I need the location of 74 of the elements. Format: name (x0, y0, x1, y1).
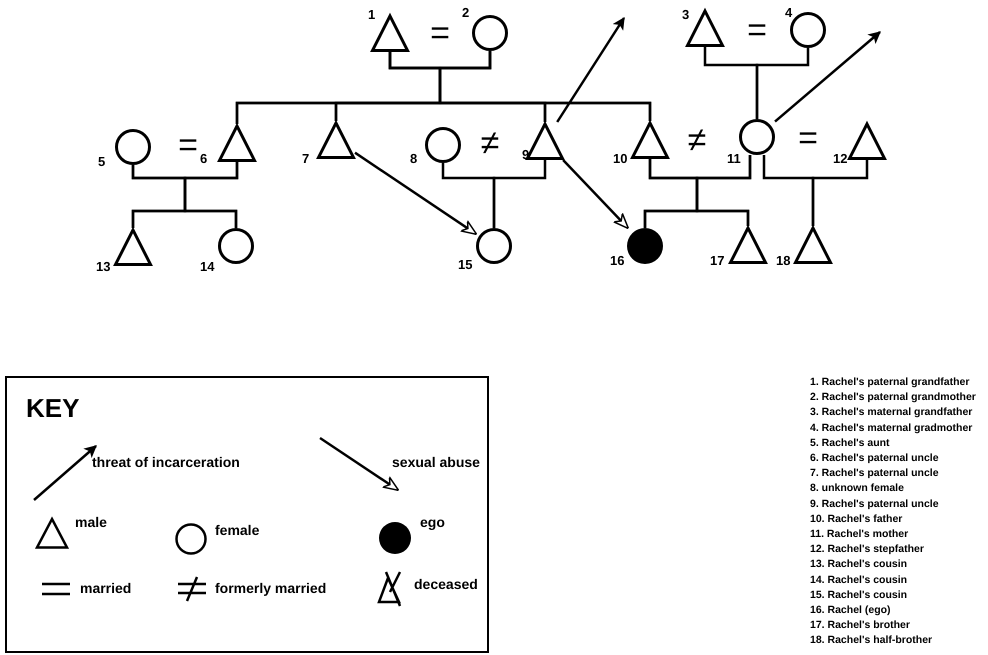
triangle-symbol (631, 121, 669, 159)
arrow (774, 31, 881, 123)
circle-symbol (115, 129, 151, 165)
circle-symbol (739, 119, 775, 155)
descent-line (696, 155, 752, 226)
triangle-symbol (218, 124, 256, 162)
legend-label: formerly married (215, 580, 326, 597)
descent-line (438, 51, 652, 121)
list-item: 13. Rachel's cousin (810, 558, 908, 571)
filled-circle-symbol (627, 228, 663, 264)
list-item: 3. Rachel's maternal grandfather (810, 406, 972, 419)
triangle-symbol (794, 226, 832, 264)
list-item: 14. Rachel's cousin (810, 574, 908, 586)
list-item: 9. Rachel's paternal uncle (810, 498, 939, 510)
legend-label: sexual abuse (392, 454, 480, 471)
person-number: 5 (98, 155, 106, 168)
person-number: 11 (727, 152, 741, 165)
triangle-symbol (848, 122, 886, 160)
list-item: 16. Rachel (ego) (810, 604, 891, 617)
person-number: 8 (410, 152, 418, 165)
list-item: 18. Rachel's half-brother (810, 634, 932, 647)
marriage-sign: = (178, 128, 198, 162)
marriage-sign: = (430, 16, 450, 50)
marriage-sign: ≠ (480, 126, 500, 160)
descent-line (492, 160, 546, 228)
legend-label: female (215, 522, 260, 539)
person-number: 17 (710, 254, 724, 267)
person-number: 12 (833, 152, 848, 165)
list-item: 2. Rachel's paternal grandmother (810, 391, 976, 404)
list-item: 4. Rachel's maternal gradmother (810, 422, 972, 434)
arrow (354, 152, 478, 236)
person-number: 3 (682, 8, 690, 21)
arrow (556, 16, 626, 123)
list-item: 15. Rachel's cousin (810, 588, 908, 602)
legend-label: ego (420, 514, 445, 531)
circle-symbol (218, 228, 254, 264)
list-item: 8. unknown female (810, 482, 904, 495)
marriage-sign: = (747, 13, 767, 47)
triangle-symbol (317, 121, 355, 159)
triangle-symbol (729, 226, 767, 264)
circle-symbol (476, 228, 512, 264)
person-number: 6 (200, 152, 208, 165)
list-item: 1. Rachel's paternal grandfather (810, 376, 970, 389)
person-number: 1 (368, 8, 376, 21)
list-item: 12. Rachel's stepfather (810, 543, 924, 556)
list-item: 5. Rachel's aunt (810, 436, 890, 450)
person-number: 14 (200, 260, 214, 273)
marriage-sign: ≠ (688, 123, 706, 157)
list-item: 10. Rachel's father (810, 512, 902, 526)
descent-line (756, 48, 810, 119)
person-number: 4 (785, 6, 792, 19)
arrow (562, 159, 630, 230)
list-item: 11. Rachel's mother (810, 528, 908, 541)
legend-label: threat of incarceration (92, 454, 240, 471)
person-number: 16 (610, 254, 624, 267)
person-number: 13 (96, 260, 110, 273)
legend-label: married (80, 580, 132, 597)
legend-label: deceased (414, 576, 478, 593)
legend-title: KEY (26, 395, 80, 421)
person-number: 18 (776, 254, 790, 267)
person-number: 15 (458, 258, 472, 271)
marriage-sign: = (798, 121, 818, 155)
person-number: 2 (462, 6, 470, 19)
list-item: 17. Rachel's brother (810, 619, 910, 632)
legend-label: male (75, 514, 107, 531)
circle-symbol (425, 127, 461, 163)
circle-symbol (472, 15, 508, 51)
descent-line (812, 160, 868, 226)
list-item: 6. Rachel's paternal uncle (810, 452, 939, 465)
descent-line (184, 162, 238, 228)
person-number: 7 (302, 152, 310, 165)
person-number: 10 (613, 152, 628, 165)
list-item: 7. Rachel's paternal uncle (810, 467, 939, 480)
triangle-symbol (114, 228, 152, 266)
